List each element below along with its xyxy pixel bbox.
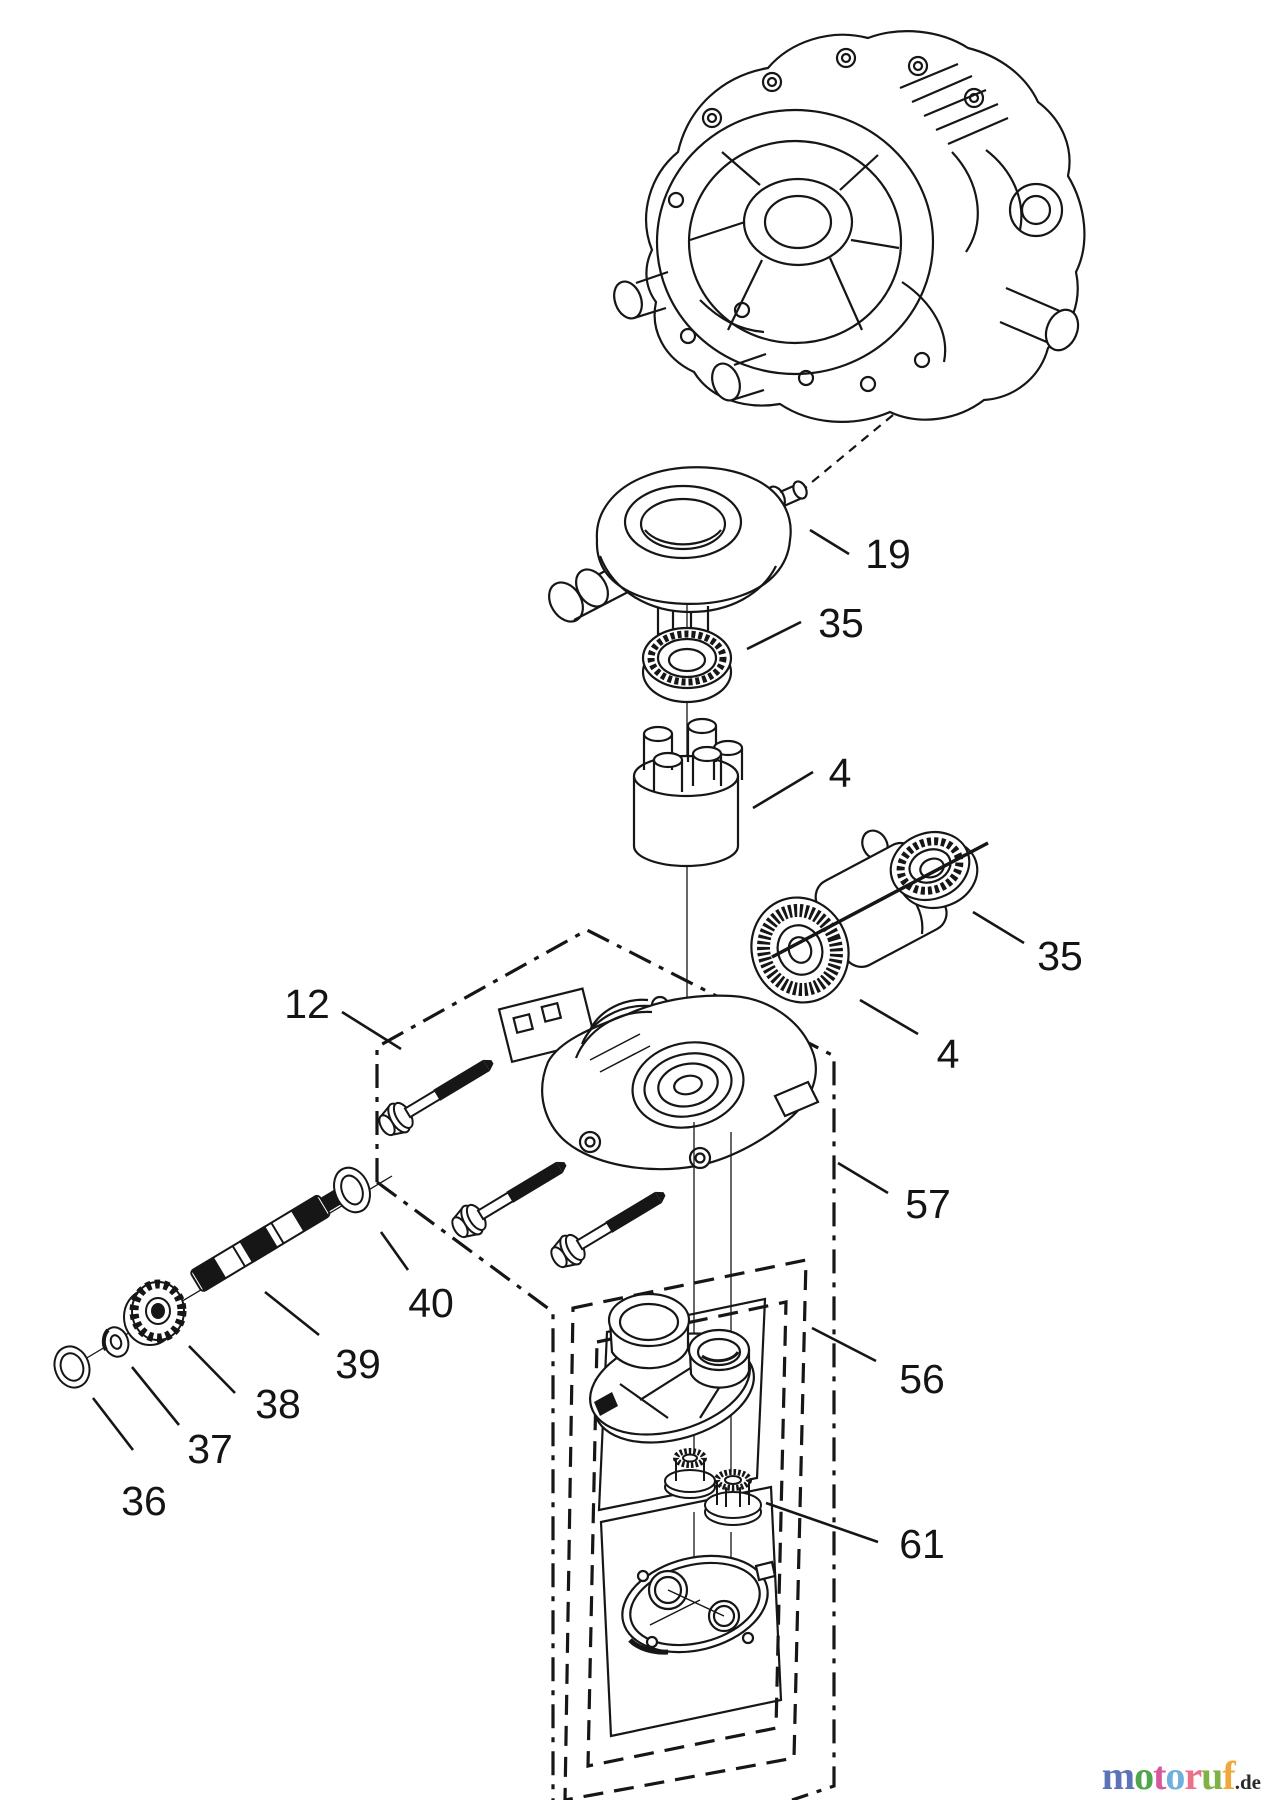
part-label-39: 39	[335, 1341, 381, 1387]
housing-to-cover-dashed-line	[799, 414, 894, 493]
transaxle-housing	[613, 30, 1086, 423]
dashed-box-56-outer	[563, 1258, 808, 1800]
leader-line-40	[379, 1231, 410, 1271]
leader-line-4a	[752, 770, 814, 810]
leader-line-36	[91, 1397, 135, 1451]
retaining-ring-36	[53, 1345, 91, 1389]
dashed-box-56-inner	[586, 1300, 788, 1768]
part-label-12: 12	[284, 981, 330, 1027]
bolt-12	[550, 1191, 666, 1269]
item-frame-gerotor	[597, 1297, 767, 1512]
leader-line-38	[188, 1345, 236, 1394]
gear-38	[123, 1279, 187, 1346]
leader-line-39	[264, 1290, 320, 1337]
bolt-12	[378, 1059, 494, 1137]
logo-letter: o	[1134, 1753, 1154, 1798]
plug-61b	[704, 1469, 762, 1526]
bearing-ring-35a	[641, 626, 733, 704]
leader-line-37	[130, 1366, 181, 1426]
part-label-40: 40	[408, 1280, 454, 1326]
logo-letter: o	[1165, 1753, 1185, 1798]
o-ring-40	[333, 1166, 371, 1214]
pump-cover-19	[547, 466, 808, 636]
input-shaft-group	[53, 1166, 393, 1389]
leader-line-35b	[972, 910, 1025, 945]
part-label-35b: 35	[1037, 933, 1083, 979]
leader-line-4b	[859, 998, 919, 1036]
logo-letter: r	[1184, 1753, 1202, 1798]
part-label-56: 56	[899, 1356, 945, 1402]
leader-line-61	[765, 1501, 879, 1544]
leader-line-19	[809, 528, 850, 556]
leader-line-57	[837, 1161, 889, 1195]
logo-letter: u	[1201, 1753, 1223, 1798]
dashdot-box-57	[375, 928, 836, 1800]
part-label-57: 57	[905, 1181, 951, 1227]
cylinder-block-4a	[632, 717, 744, 868]
gasket	[621, 1554, 777, 1655]
logo-letter: t	[1153, 1753, 1166, 1798]
washer-37	[101, 1326, 130, 1358]
part-label-4b: 4	[937, 1031, 960, 1077]
piston-block-4b	[750, 829, 989, 1004]
part-label-19: 19	[865, 531, 911, 577]
part-label-4a: 4	[829, 750, 852, 796]
pump-shaft-39	[190, 1188, 345, 1292]
leader-line-12	[341, 1010, 402, 1051]
flange-bolts-12	[378, 1059, 666, 1269]
motoruf-logo-suffix: .de	[1234, 1770, 1261, 1794]
part-label-35a: 35	[818, 600, 864, 646]
leader-line-56	[811, 1326, 877, 1363]
part-label-61: 61	[899, 1521, 945, 1567]
part-label-37: 37	[187, 1426, 233, 1472]
plugs-61	[664, 1448, 762, 1526]
pump-center-section	[497, 987, 820, 1171]
gerotor-assembly	[589, 1292, 755, 1444]
logo-letter: f	[1222, 1753, 1235, 1798]
plug-61a	[664, 1448, 716, 1499]
part-label-36: 36	[121, 1478, 167, 1524]
motoruf-watermark-logo: motoruf.de	[1102, 1756, 1261, 1796]
part-label-38: 38	[255, 1381, 301, 1427]
leader-line-35a	[746, 620, 802, 651]
bolt-12	[451, 1161, 567, 1239]
motoruf-logo-letters: motoruf	[1101, 1753, 1236, 1798]
logo-letter: m	[1101, 1753, 1135, 1798]
